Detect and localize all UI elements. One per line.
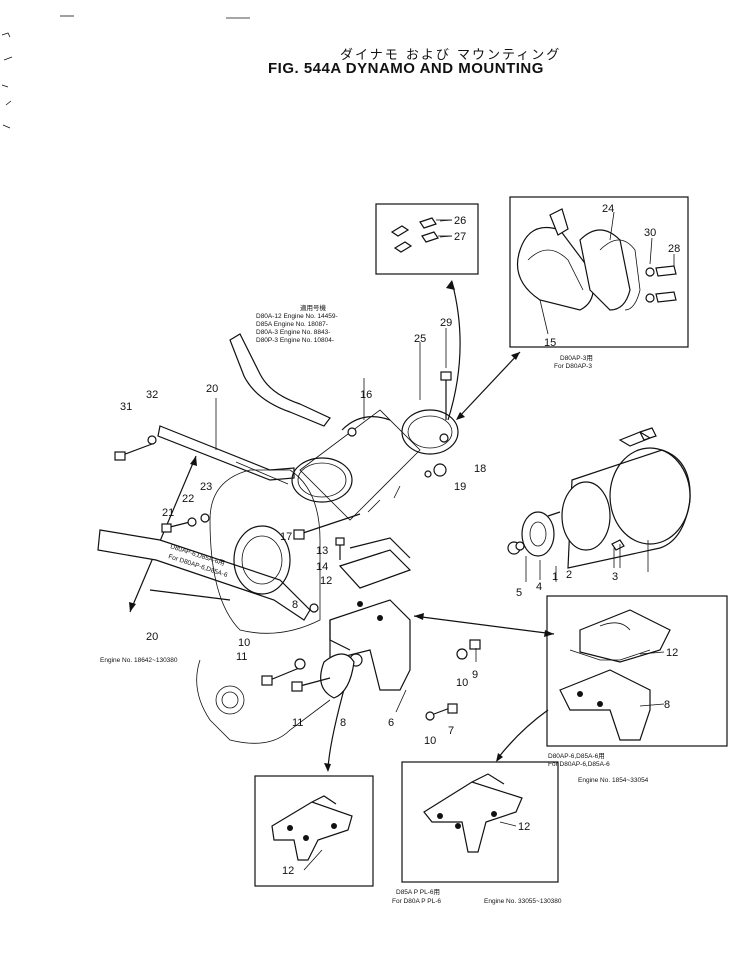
dynamo-body [507, 427, 691, 572]
bolts-right [425, 639, 481, 721]
callout-11-lower: 11 [292, 717, 303, 729]
inset-bottom-note-2: For D80A P PL-6 [392, 898, 441, 905]
callout-5: 5 [516, 587, 522, 599]
margin-marks [1, 15, 250, 129]
callout-8-lower: 8 [340, 717, 346, 729]
applicability-notes: 適用号機 D80A-12 Engine No. 14459- D85A Engi… [100, 303, 649, 905]
engine-gear-case [196, 469, 331, 744]
callout-leaders [215, 211, 675, 871]
callout-11-left: 11 [236, 651, 247, 663]
inset-bracket-bottom-left [254, 775, 374, 887]
callout-8-upper: 8 [292, 599, 298, 611]
applicability-line-2: D85A Engine No. 18087- [256, 321, 328, 328]
callout-23: 23 [200, 481, 212, 493]
callout-17: 17 [280, 531, 292, 543]
inset-bracket-bottom-right [401, 761, 559, 883]
bolts-left [114, 435, 210, 533]
bracket20-engine-no: Engine No. 18642~130380 [100, 657, 178, 664]
callout-27: 27 [454, 231, 466, 243]
callout-10-lower: 10 [424, 735, 436, 747]
adjuster-bar-20 [97, 333, 331, 621]
callout-12-inset-br: 12 [518, 821, 530, 833]
callout-16: 16 [360, 389, 372, 401]
callout-15: 15 [544, 337, 556, 349]
callout-8-inset: 8 [664, 699, 670, 711]
callout-6: 6 [388, 717, 394, 729]
inset-right-note-2: For D80AP-6,D85A-6 [548, 761, 610, 768]
callout-7: 7 [448, 725, 454, 737]
callout-20-lower: 20 [146, 631, 158, 643]
callout-1: 1 [552, 571, 558, 583]
callout-31: 31 [120, 401, 132, 413]
callout-24: 24 [602, 203, 614, 215]
callout-21: 21 [162, 507, 174, 519]
inset-top-note-1: D80AP-3用 [560, 354, 593, 362]
callout-19: 19 [454, 481, 466, 493]
callout-12-main: 12 [320, 575, 332, 587]
callout-12-inset-right: 12 [666, 647, 678, 659]
inset-top-note-2: For D80AP-3 [554, 363, 592, 370]
inset-brackets-d80ap6 [546, 595, 728, 747]
figure-title: FIG. 544A DYNAMO AND MOUNTING [268, 60, 544, 77]
mounting-bracket [261, 537, 412, 699]
applicability-jp: 適用号機 [300, 303, 327, 312]
callout-4: 4 [536, 581, 542, 593]
callout-10-right: 10 [456, 677, 468, 689]
callout-14: 14 [316, 561, 328, 573]
inset-right-note-1: D80AP-6,D85A-6用 [548, 752, 605, 760]
callout-3: 3 [612, 571, 618, 583]
callout-22: 22 [182, 493, 194, 505]
callout-26: 26 [454, 215, 466, 227]
inset-right-engine-no: Engine No. 1854~33054 [578, 777, 649, 784]
callout-13: 13 [316, 545, 328, 557]
inset-bottom-engine-no: Engine No. 33055~130380 [484, 898, 562, 905]
callout-12-inset-bl: 12 [282, 865, 294, 877]
callout-32: 32 [146, 389, 158, 401]
inset-strap-bracket-d80ap3 [509, 196, 689, 348]
callout-18: 18 [474, 463, 486, 475]
leader-arrows [129, 280, 555, 772]
figure-title-japanese: ダイナモ および マウンティング [340, 48, 562, 63]
callout-30: 30 [644, 227, 656, 239]
inset-bottom-note-1: D85A P PL-6用 [396, 888, 440, 896]
callout-29: 29 [440, 317, 452, 329]
callout-20-upper: 20 [206, 383, 218, 395]
callout-28: 28 [668, 243, 680, 255]
callout-2: 2 [566, 569, 572, 581]
callout-9: 9 [472, 669, 478, 681]
callout-numbers: 1 2 3 4 5 6 7 8 8 8 9 10 10 10 11 11 12 … [120, 203, 680, 877]
callout-10-left: 10 [238, 637, 250, 649]
applicability-line-1: D80A-12 Engine No. 14459- [256, 313, 338, 320]
dynamo-straps [291, 371, 459, 540]
applicability-line-3: D80A-3 Engine No. 8843- [256, 329, 330, 336]
applicability-line-4: D80P-3 Engine No. 10804- [256, 337, 334, 344]
callout-25: 25 [414, 333, 426, 345]
